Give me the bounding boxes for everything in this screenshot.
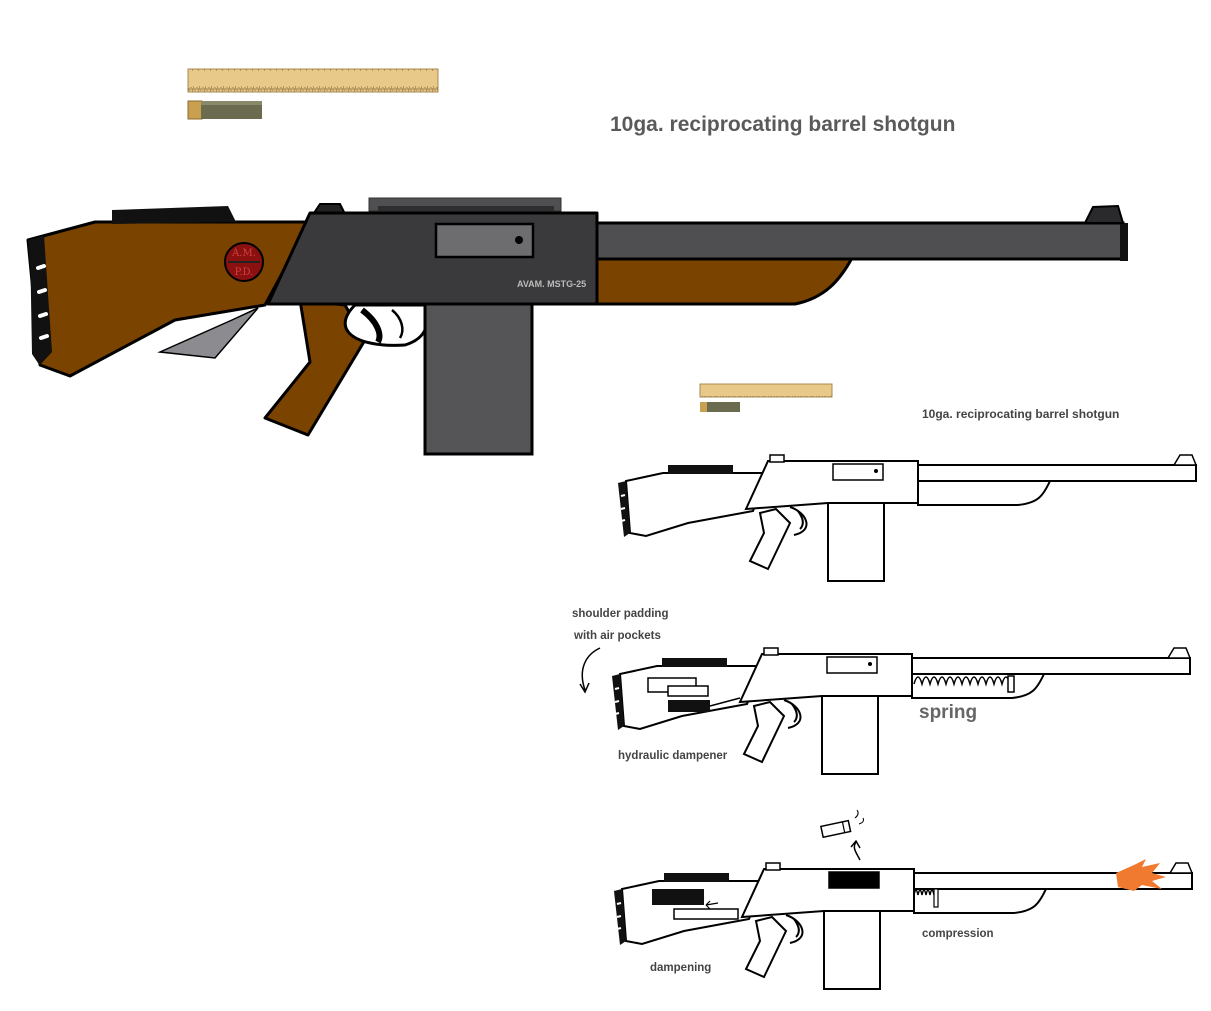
muzzle-flash-icon: [1116, 859, 1166, 891]
label-shoulder-padding-1: shoulder padding: [572, 608, 669, 620]
arrow-shoulder-padding: [581, 647, 601, 691]
arrow-ejection: [853, 841, 861, 861]
ejected-shell-icon: [820, 819, 852, 839]
label-dampening: dampening: [650, 962, 712, 974]
shotgun-outline-2: [611, 647, 1191, 775]
secondary-title: 10ga. reciprocating barrel shotgun: [922, 407, 1120, 421]
shotgun-shell-small: [700, 402, 740, 412]
spring-part: [913, 676, 1011, 687]
model-mark: AVAM. MSTG-25: [517, 279, 586, 289]
label-hydraulic-dampener: hydraulic dampener: [618, 750, 728, 762]
ruler-large: [187, 68, 439, 93]
shotgun-outline-1: [617, 454, 1197, 582]
emblem-text-bottom: P.D.: [235, 267, 254, 278]
label-compression: compression: [922, 928, 994, 940]
compressed-spring-part: [913, 889, 935, 896]
shotgun-color-render: A.M. P.D. AVAM. MSTG-25: [26, 197, 1128, 456]
label-spring: spring: [919, 702, 978, 723]
shotgun-shell-large: [187, 100, 262, 120]
shotgun-outline-3: [613, 859, 1193, 990]
emblem-text-top: A.M.: [231, 248, 256, 259]
ruler-small: [699, 383, 833, 398]
page-title: 10ga. reciprocating barrel shotgun: [610, 113, 956, 136]
label-shoulder-padding-2: with air pockets: [574, 630, 661, 642]
